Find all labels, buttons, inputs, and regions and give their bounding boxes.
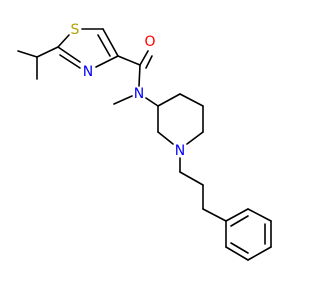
bond-c5-c4 <box>102 28 119 57</box>
atom-labels: S N O N N <box>71 22 186 159</box>
bond-n-c2 <box>57 46 81 63</box>
bond-n-methyl <box>113 95 133 105</box>
bond-c5-c4-double <box>97 34 111 57</box>
bond-c2-s <box>57 34 70 48</box>
bond-ph-1-2 <box>225 208 249 222</box>
bond-propyl-1-2 <box>179 171 204 186</box>
bond-n-piperidine <box>145 97 159 107</box>
bond-carbonyl-o-double <box>145 55 153 69</box>
bond-n-c2-double <box>59 54 81 69</box>
bonds <box>17 28 272 261</box>
bond-carbonyl-n <box>138 64 141 87</box>
bond-pip-c3-c4 <box>157 93 181 107</box>
molecule-structure-diagram: S N O N N <box>17 22 272 261</box>
bond-carbonyl-o <box>139 50 149 66</box>
bond-isopropyl-left <box>17 50 38 58</box>
thiazole-nitrogen-label: N <box>83 64 93 80</box>
bond-ph-2-3 <box>247 208 272 222</box>
bond-pip-n-c2 <box>157 131 174 145</box>
sulfur-atom-label: S <box>71 22 80 38</box>
bond-ph-4-5 <box>247 246 272 261</box>
bond-ph-5-6 <box>225 246 249 261</box>
bond-ph-5-6-double <box>230 242 249 254</box>
bond-c4-n <box>95 55 119 68</box>
amide-nitrogen-label: N <box>134 86 144 102</box>
bond-isopropyl-to-ring <box>36 46 59 58</box>
carbonyl-oxygen-label: O <box>144 34 155 50</box>
bond-pip-c4-c5 <box>179 93 204 107</box>
bond-c4-carbonyl <box>117 55 141 66</box>
bond-propyl-to-phenyl <box>202 208 227 222</box>
bond-pip-c6-n <box>186 131 204 145</box>
bond-ph-1-2-double <box>230 215 249 227</box>
piperidine-nitrogen-label: N <box>175 143 185 159</box>
